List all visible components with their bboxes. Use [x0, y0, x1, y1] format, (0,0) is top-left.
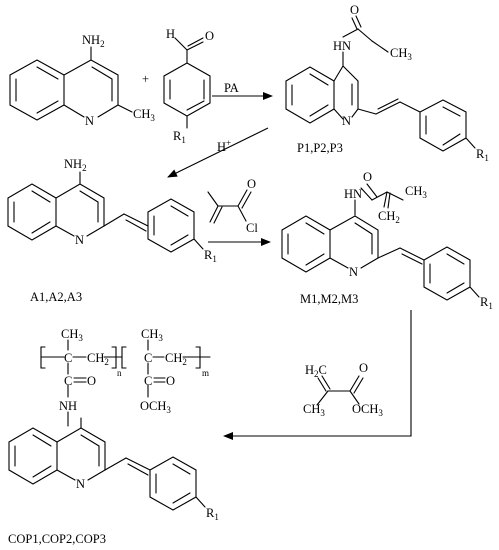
cop-amide-c-label: C [64, 374, 72, 388]
cop-n-methyl-label: CH3 [61, 327, 83, 343]
cop-ring-n-label: N [76, 477, 85, 491]
p-nh-label: HN [333, 39, 351, 53]
p-methyl-label: CH3 [390, 46, 412, 62]
hydrolysis-arrow [167, 127, 269, 178]
ring-nitrogen-label: N [85, 114, 94, 128]
cop-ester-c-label: C [144, 374, 152, 388]
p-series-structure [285, 15, 476, 152]
cop-m-methyl-label: CH3 [141, 327, 163, 343]
mma-ester-label: OCH3 [352, 402, 383, 418]
aminoquinaldine-structure [9, 46, 133, 121]
mma-methyl-label: CH3 [303, 402, 325, 418]
cop-m-subscript: m [202, 368, 209, 378]
methacryloyl-chloride-structure [207, 189, 252, 224]
cop-amide-o-label: O [87, 374, 96, 388]
cop-m-backbone-c-label: C [144, 351, 152, 365]
cop-och3-label: OCH3 [140, 399, 171, 415]
r1-label-benzaldehyde: R1 [173, 129, 186, 145]
a-r1-label: R1 [204, 248, 217, 264]
m-vinylidene-label: CH2 [378, 209, 400, 225]
polymerization-arrow [223, 310, 412, 440]
m-nh-label: HN [344, 187, 362, 201]
a-ring-n-label: N [75, 233, 84, 247]
copolymer-structure [8, 339, 211, 511]
benzaldehyde-structure [163, 37, 211, 129]
amine-label: NH2 [82, 33, 105, 49]
aldehyde-o-label: O [205, 29, 214, 43]
p-r1-label: R1 [476, 147, 489, 163]
cop-n-ch2-label: CH2 [87, 351, 109, 367]
acyl-o-label: O [247, 177, 256, 191]
m-series-structure [281, 183, 480, 301]
m-r1-label: R1 [480, 295, 493, 311]
m-series-label: M1,M2,M3 [300, 292, 358, 306]
methyl-methacrylate-structure [316, 375, 364, 406]
m-ring-n-label: N [349, 265, 358, 279]
p-ring-n-label: N [342, 114, 351, 128]
m-methyl-label: CH3 [405, 184, 427, 200]
methyl-label: CH3 [133, 107, 155, 123]
cop-n-backbone-c-label: C [64, 351, 72, 365]
chloride-label: Cl [246, 221, 258, 235]
a-series-label: A1,A2,A3 [30, 290, 82, 304]
m-amide-o-label: O [363, 170, 372, 184]
p-series-label: P1,P2,P3 [297, 141, 343, 155]
a-amine-label: NH2 [64, 157, 87, 173]
cop-m-ch2-label: CH2 [165, 351, 187, 367]
p-amide-o-label: O [350, 3, 359, 17]
cop-ester-o-label: O [166, 374, 175, 388]
mma-o-label: O [359, 361, 368, 375]
aldehyde-h-label: H [166, 27, 175, 41]
cop-nh-label: NH [59, 399, 77, 413]
acid-reagent-label: H+ [217, 138, 231, 154]
plus-sign: + [142, 72, 149, 86]
cop-n-subscript: n [117, 368, 122, 378]
pa-reagent-label: PA [224, 81, 239, 95]
cop-r1-label: R1 [206, 506, 219, 522]
cop-series-label: COP1,COP2,COP3 [8, 532, 106, 546]
a-series-structure [7, 171, 204, 253]
mma-h2c-label: H2C [305, 363, 327, 379]
